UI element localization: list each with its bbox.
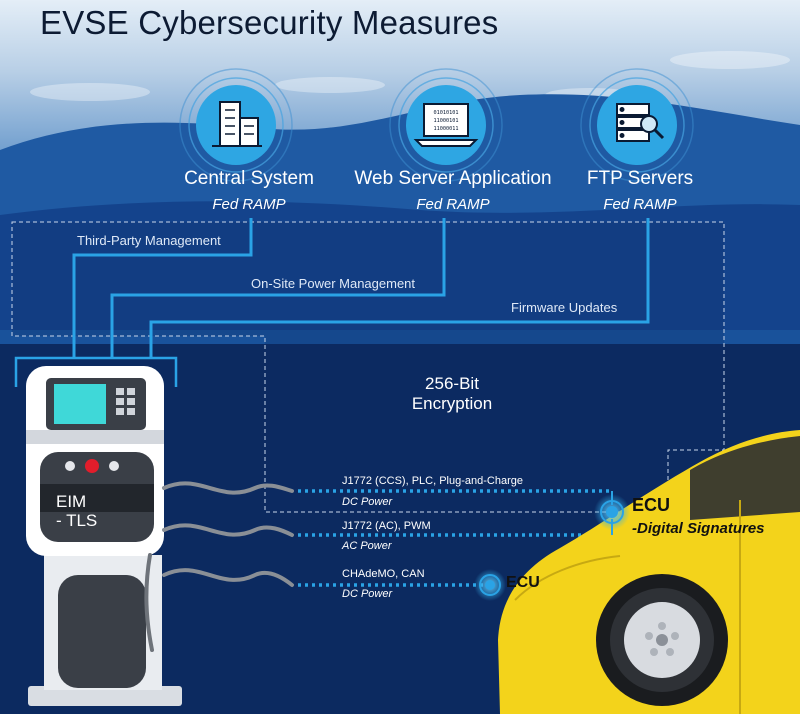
ftp-servers-label: FTP Servers: [586, 168, 694, 189]
ev-charger: [26, 366, 182, 706]
ecu-secondary-indicator: [474, 569, 506, 601]
central-system-fedramp: Fed RAMP: [212, 196, 286, 213]
svg-text:01010101: 01010101: [434, 110, 459, 116]
ecu-main-label: ECU: [632, 495, 671, 515]
charger-cables: [144, 481, 294, 652]
central-system-label: Central System: [184, 168, 314, 189]
building-icon: [212, 101, 262, 147]
ftp-servers-fedramp: Fed RAMP: [603, 196, 677, 213]
charger-bracket: [14, 356, 178, 387]
server-search-icon: [616, 103, 665, 142]
flow-on-site-power-management: On-Site Power Management: [251, 276, 416, 291]
signal-lines: [298, 489, 612, 587]
ecu-digital-signatures: -Digital Signatures: [632, 520, 765, 537]
page-title: EVSE Cybersecurity Measures: [40, 4, 499, 41]
cable-2-power: AC Power: [342, 540, 392, 552]
charger-eim-line2: - TLS: [56, 511, 98, 530]
keypad: [116, 388, 135, 415]
car: [498, 430, 800, 714]
windshield: [690, 436, 800, 520]
svg-text:11000011: 11000011: [434, 126, 459, 132]
cable-1-power: DC Power: [342, 496, 393, 508]
cable-2-protocol: J1772 (AC), PWM: [342, 520, 431, 532]
charger-eim-line1: EIM: [56, 492, 87, 511]
flow-firmware-updates: Firmware Updates: [511, 300, 618, 315]
encryption-line1: 256-Bit: [425, 374, 479, 393]
cable-3-power: DC Power: [342, 588, 393, 600]
web-server-label: Web Server Application: [354, 168, 552, 189]
web-server-fedramp: Fed RAMP: [416, 196, 490, 213]
flow-lines: [72, 218, 650, 358]
encryption-line2: Encryption: [411, 394, 493, 413]
horizon-band: [0, 330, 800, 344]
binary-laptop-icon: 01010101 11000101 11000011: [413, 103, 479, 147]
flow-third-party-management: Third-Party Management: [77, 233, 221, 248]
cable-3-protocol: CHAdeMO, CAN: [342, 568, 425, 580]
cable-1-protocol: J1772 (CCS), PLC, Plug-and-Charge: [342, 475, 523, 487]
encryption-label: 256-Bit Encryption: [412, 374, 492, 414]
charger-screen: [54, 384, 106, 424]
svg-text:11000101: 11000101: [434, 118, 459, 124]
charger-eim-label: EIM - TLS: [56, 492, 97, 530]
ecu-secondary-label: ECU: [506, 574, 540, 591]
ecu-main-indicator: [594, 491, 630, 535]
status-light: [85, 459, 99, 473]
